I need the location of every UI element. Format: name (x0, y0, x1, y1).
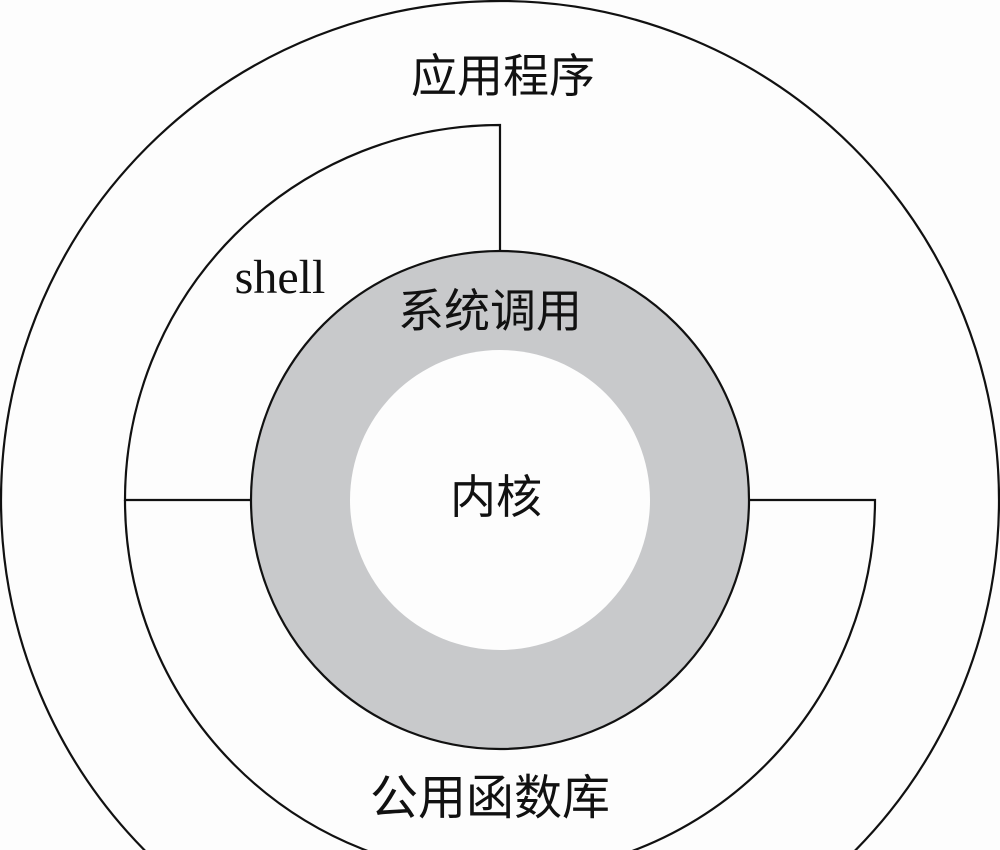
system-calls-label: 系统调用 (398, 284, 582, 338)
kernel-label: 内核 (450, 470, 542, 524)
library-label: 公用函数库 (370, 770, 610, 826)
kernel-core (350, 350, 650, 650)
shell-label: shell (235, 251, 326, 304)
applications-label: 应用程序 (411, 49, 595, 103)
shell-boundary (123, 123, 502, 502)
library-boundary (123, 498, 877, 850)
